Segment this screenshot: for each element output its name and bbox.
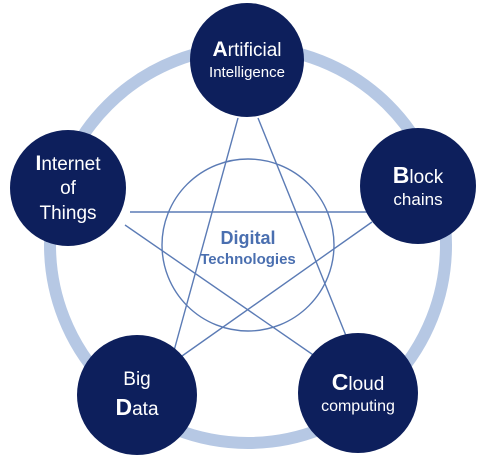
node-bigdata-line2-rest: ata	[132, 398, 159, 420]
node-iot-line2: of	[60, 178, 76, 200]
node-bigdata-line1: Big	[123, 369, 151, 391]
center-label-line2: Technologies	[200, 250, 296, 268]
node-iot-line1: Internet	[36, 152, 101, 176]
node-blockchain-line2: chains	[393, 190, 443, 210]
node-cloud-line2: computing	[321, 398, 395, 416]
node-ai-line1-rest: rtificial	[227, 39, 282, 61]
center-label: Digital Technologies	[190, 228, 306, 268]
node-cloud-computing: Cloud computing	[298, 333, 418, 453]
node-cloud-initial: C	[331, 368, 349, 395]
node-iot-line1-rest: nternet	[41, 153, 101, 175]
node-cloud-line1-rest: loud	[348, 373, 385, 395]
node-bigdata-initial: D	[115, 393, 133, 420]
node-cloud-line1: Cloud	[331, 368, 385, 396]
node-blockchain-line1-rest: lock	[409, 166, 444, 188]
connector-blockchain-bigdata	[164, 221, 373, 369]
center-label-line1: Digital	[220, 228, 276, 248]
node-bigdata-line2: Data	[115, 393, 159, 421]
node-iot-initial: I	[35, 151, 42, 175]
node-artificial-intelligence: Artificial Intelligence	[190, 3, 304, 117]
connector-ai-bigdata	[171, 117, 239, 359]
node-ai-line2: Intelligence	[209, 64, 285, 82]
connector-iot-cloud	[124, 224, 336, 371]
node-big-data: Big Data	[77, 335, 197, 455]
node-internet-of-things: Internet of Things	[10, 130, 126, 246]
center-circle	[161, 158, 335, 332]
node-iot-line3: Things	[39, 202, 97, 224]
connector-ai-cloud	[257, 117, 356, 359]
node-blockchain-line1: Block	[392, 161, 444, 189]
node-ai-initial: A	[212, 37, 228, 61]
node-ai-line1: Artificial	[212, 38, 281, 62]
node-blockchain-initial: B	[392, 161, 410, 188]
node-block-chains: Block chains	[360, 128, 476, 244]
